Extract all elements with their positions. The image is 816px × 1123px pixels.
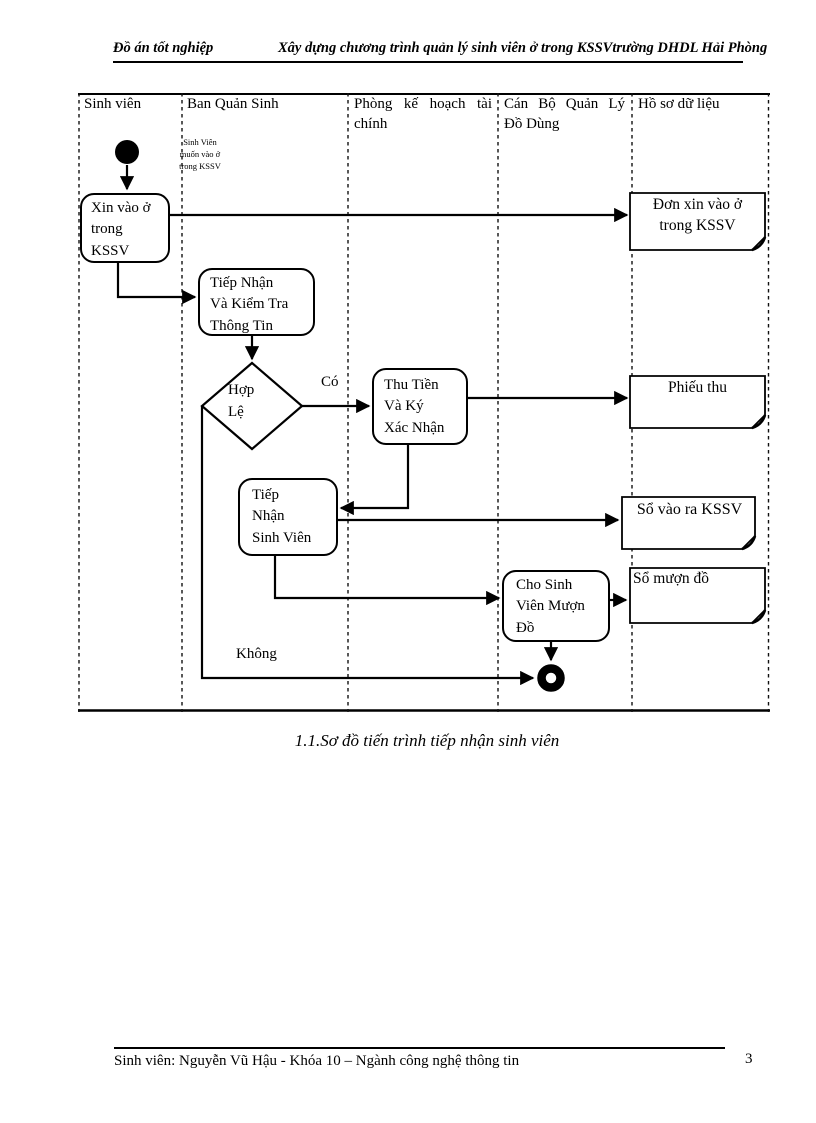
footer-author-text: Sinh viên: Nguyễn Vũ Hậu - Khóa 10 – Ngà… (114, 1053, 520, 1069)
document-phieu-thu-shape (629, 375, 767, 430)
flow-xinvao-to-tiepnhan (116, 263, 197, 305)
flow-decision-no-to-end (200, 406, 535, 686)
doc-so-vao-ra-label: Sổ vào ra KSSV (636, 501, 743, 518)
lane-header-ho-so-du-lieu: Hồ sơ dữ liệu (638, 96, 720, 112)
decision-diamond (200, 361, 304, 451)
document-so-muon-do-shape (629, 567, 767, 625)
page-number: 3 (745, 1051, 753, 1067)
activity-thu-tien: Thu Tiền Và Ký Xác Nhận (372, 368, 468, 445)
activity-cho-sinh-vien-muon-do: Cho Sinh Viên Mượn Đồ (502, 570, 610, 642)
flow-tiepnhansv-to-chomuon (273, 556, 501, 606)
branch-no-label: Không (236, 646, 277, 662)
activity-xin-vao-o: Xin vào ở trong KSSV (80, 193, 170, 263)
doc-don-xin-label: Đơn xin vào ở trong KSSV (652, 196, 743, 234)
decision-label: Hợp Lệ (228, 382, 255, 420)
thesis-title-label: Xây dựng chương trình quản lý sinh viên … (278, 40, 768, 56)
branch-yes-label: Có (321, 374, 339, 390)
flow-thutien-to-tiepnhansv (339, 445, 410, 516)
start-node (115, 140, 139, 164)
document-don-xin-shape (629, 192, 767, 252)
lane-header-ban-quan-sinh: Ban Quản Sinh (187, 96, 279, 112)
figure-caption: 1.1.Sơ đồ tiến trình tiếp nhận sinh viên (294, 731, 560, 750)
activity-tiep-nhan-sinh-vien: Tiếp Nhận Sinh Viên (238, 478, 338, 556)
page-header: Đồ án tốt nghiệp Xây dựng chương trình q… (113, 40, 767, 63)
diagram-shapes (78, 93, 770, 712)
lane-header-sinh-vien: Sinh viên (84, 96, 142, 112)
footer-divider (114, 1047, 725, 1049)
final-node (537, 664, 565, 692)
lane-header-can-bo-quan-ly: Cán Bộ Quản Lý Đồ Dùng (504, 96, 625, 132)
thesis-type-label: Đồ án tốt nghiệp (113, 40, 214, 56)
lane-header-phong-ke-hoach: Phòng kế hoạch tài chính (354, 96, 492, 132)
doc-so-muon-do-label: Sổ mượn đồ (633, 570, 710, 587)
document-so-vao-ra-shape (621, 496, 757, 551)
swimlane-diagram: Sinh viên Ban Quản Sinh Phòng kế hoạch t… (78, 93, 770, 712)
doc-phieu-thu-label: Phiếu thu (668, 379, 727, 396)
activity-tiep-nhan-kiem-tra: Tiếp Nhận Và Kiểm Tra Thông Tin (198, 268, 315, 336)
start-note: Sinh Viên muốn vào ở trong KSSV (179, 137, 221, 171)
